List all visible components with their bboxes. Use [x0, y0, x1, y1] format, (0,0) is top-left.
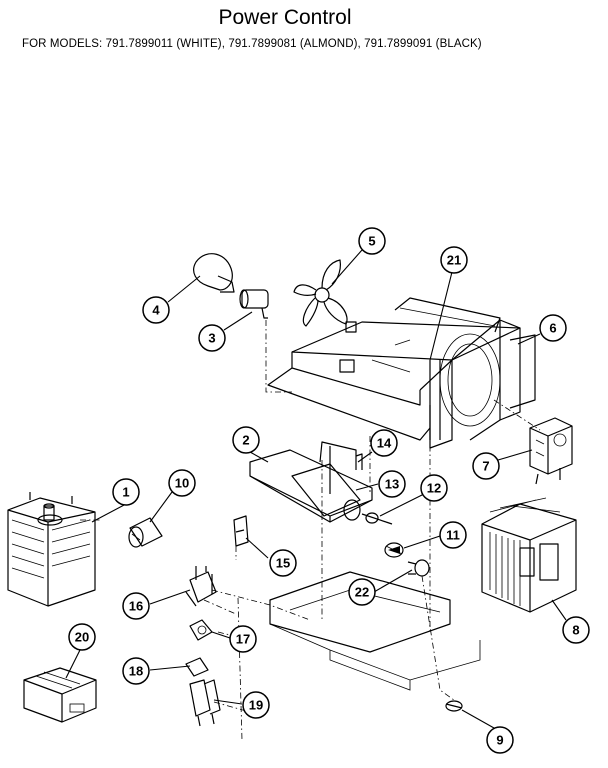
callout-5: 5 — [358, 227, 386, 255]
lamp-bulb-part — [193, 253, 235, 293]
fan-blade-part — [293, 259, 348, 327]
interlock-switch-part — [185, 657, 209, 677]
magnetron-part — [7, 492, 96, 607]
callout-4: 4 — [142, 296, 170, 324]
bracket-part — [355, 453, 363, 470]
control-module-part — [23, 667, 97, 723]
callout-21: 21 — [440, 246, 468, 274]
callout-9: 9 — [486, 726, 514, 754]
svg-text:8: 8 — [572, 623, 579, 638]
callout-8: 8 — [562, 616, 590, 644]
fuse-part — [407, 559, 430, 577]
svg-text:3: 3 — [208, 331, 215, 346]
mounting-plate-part — [249, 449, 373, 523]
svg-text:1: 1 — [122, 485, 129, 500]
models-line: FOR MODELS: 791.7899011 (WHITE), 791.789… — [22, 38, 482, 50]
callout-6: 6 — [539, 314, 567, 342]
fuse-holder-part — [384, 542, 404, 558]
callout-19: 19 — [242, 691, 270, 719]
thermal-switch-part — [189, 619, 213, 641]
chassis-frame — [267, 297, 536, 449]
callout-22: 22 — [348, 578, 376, 606]
svg-text:15: 15 — [276, 556, 290, 571]
svg-text:19: 19 — [249, 698, 263, 713]
callout-12: 12 — [420, 474, 448, 502]
diode-part — [361, 512, 393, 525]
callout-15: 15 — [269, 549, 297, 577]
fan-motor-part — [529, 417, 573, 485]
callout-17: 17 — [229, 625, 257, 653]
svg-text:2: 2 — [242, 433, 249, 448]
svg-text:21: 21 — [447, 253, 461, 268]
callout-20: 20 — [68, 623, 96, 651]
transformer-part — [481, 497, 577, 613]
svg-text:17: 17 — [236, 632, 250, 647]
svg-text:20: 20 — [75, 630, 89, 645]
svg-text:14: 14 — [377, 436, 392, 451]
callout-13: 13 — [378, 470, 406, 498]
switch-assembly-part — [185, 566, 217, 607]
svg-text:6: 6 — [549, 321, 556, 336]
svg-text:16: 16 — [129, 599, 143, 614]
callout-3: 3 — [198, 324, 226, 352]
svg-text:5: 5 — [368, 234, 375, 249]
page-title: Power Control — [218, 6, 352, 29]
callout-18: 18 — [122, 657, 150, 685]
switch-pair-part — [189, 679, 221, 727]
leader-lines — [65, 249, 567, 729]
lamp-socket-part — [239, 289, 269, 319]
callout-7: 7 — [472, 452, 500, 480]
svg-text:12: 12 — [427, 481, 441, 496]
svg-text:10: 10 — [175, 476, 189, 491]
switch-bracket-part — [233, 515, 249, 547]
callout-2: 2 — [232, 426, 260, 454]
svg-text:11: 11 — [446, 528, 460, 543]
capacitor-part — [291, 441, 361, 521]
callout-1: 1 — [112, 478, 140, 506]
connector-part — [445, 700, 463, 712]
callout-10: 10 — [168, 469, 196, 497]
callout-11: 11 — [439, 521, 467, 549]
svg-text:13: 13 — [385, 477, 399, 492]
svg-text:22: 22 — [355, 585, 369, 600]
assembly-lines — [80, 320, 541, 741]
callout-14: 14 — [370, 429, 398, 457]
svg-text:18: 18 — [129, 664, 143, 679]
svg-text:7: 7 — [482, 459, 489, 474]
noise-filter-part — [128, 517, 163, 548]
svg-text:4: 4 — [152, 303, 160, 318]
callout-16: 16 — [122, 592, 150, 620]
svg-text:9: 9 — [496, 733, 503, 748]
